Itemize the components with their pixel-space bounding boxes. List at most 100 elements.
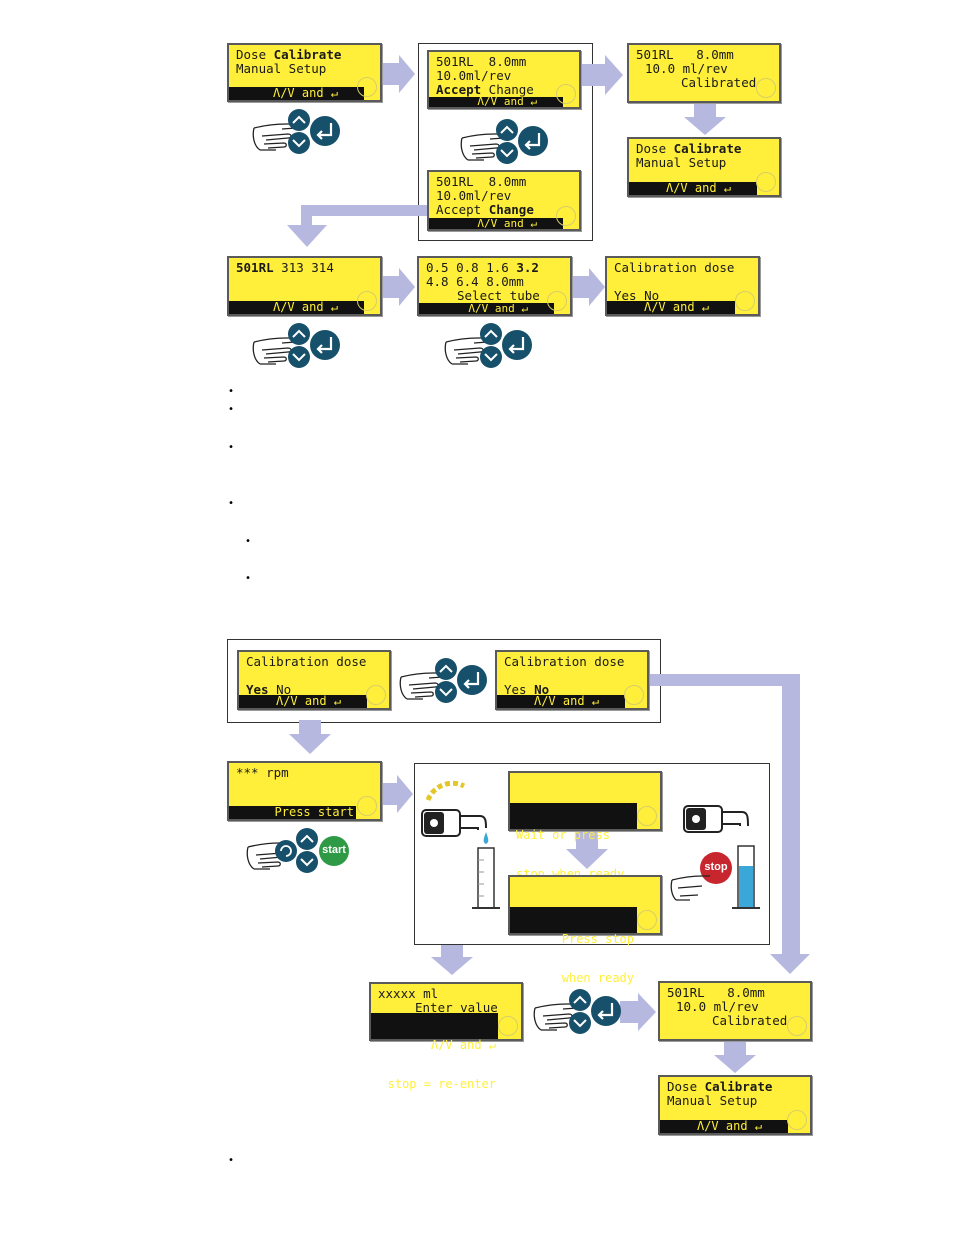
s13-bar1: Press stop [561,932,634,946]
s2-knob [556,84,576,104]
up-button-icon[interactable] [296,828,318,850]
bullet-2: • [228,404,235,415]
down-button-icon[interactable] [435,681,457,703]
hand-keypad-3 [252,323,340,368]
s10-bar: Λ/V and ↵ [497,695,625,708]
s1-l2: Manual Setup [236,61,327,76]
down-button-icon[interactable] [480,346,502,368]
s2-l1: 501RL 8.0mm [436,54,527,69]
s15-knob [787,1016,807,1036]
screen-dose-calibrate-2: Dose Calibrate Manual Setup Λ/V and ↵ [627,137,781,197]
s4-l1: 501RL 8.0mm [636,47,734,62]
screen-dose-calibrate-3: Dose Calibrate Manual Setup Λ/V and ↵ [658,1075,812,1135]
down-button-icon[interactable] [569,1012,591,1034]
s16-l1b: Calibrate [704,1079,773,1094]
s13-knob [637,910,657,930]
s4-l3: Calibrated [681,75,757,90]
bullet-5: • [245,536,252,547]
s3-l3b: Change [488,202,534,217]
screen-calibrated-2: 501RL 8.0mm 10.0 ml/rev Calibrated [658,981,812,1041]
up-button-icon[interactable] [496,119,518,141]
bullet-1: • [228,386,235,397]
s16-l2: Manual Setup [667,1093,758,1108]
enter-button-icon[interactable] [310,330,340,360]
s11-knob [357,796,377,816]
stop-button-label: stop [704,861,728,873]
enter-button-icon[interactable] [591,996,621,1026]
s10-l3b: No [534,682,550,697]
s11-bar: Press start [229,806,356,819]
s14-bar1: Λ/V and ↵ [430,1038,496,1052]
enter-button-icon[interactable] [502,330,532,360]
down-button-icon[interactable] [296,851,318,873]
s14-knob [498,1016,518,1036]
screen-accept: 501RL 8.0mm 10.0ml/rev Accept Change Λ/V… [427,50,581,109]
s15-l3: Calibrated [712,1013,788,1028]
up-button-icon[interactable] [480,323,502,345]
down-button-icon[interactable] [496,142,518,164]
s5-l2: Manual Setup [636,155,727,170]
down-button-icon[interactable] [288,346,310,368]
s3-l3a: Accept [436,202,489,217]
s3-knob [556,206,576,226]
s1-bar: Λ/V and ↵ [229,87,364,100]
s6-l1b: 313 314 [273,260,334,275]
measuring-cylinder-icon [732,845,760,909]
screen-dose-calibrate: Dose Calibrate Manual Setup Λ/V and ↵ [227,43,382,102]
rotate-button-icon[interactable] [275,840,297,862]
s8-bar: Λ/V and ↵ [607,301,735,314]
screen-enter-value: xxxxx ml Enter value Λ/V and ↵ stop = re… [369,982,523,1091]
arrow-down-1 [684,103,726,135]
arrow-right-4 [571,268,605,306]
bullet-3: • [228,442,235,453]
s8-knob [735,291,755,311]
s7-bar: Λ/V and ↵ [419,303,554,314]
s1-knob [357,77,377,97]
start-button-icon[interactable] [319,836,349,866]
s15-l2: 10.0 ml/rev [676,999,759,1014]
arrow-down-2 [289,720,331,754]
screen-change: 501RL 8.0mm 10.0ml/rev Accept Change Λ/V… [427,170,581,231]
s6-knob [357,291,377,311]
s16-bar: Λ/V and ↵ [660,1120,788,1133]
enter-button-icon[interactable] [518,126,548,156]
pump-icon [421,780,500,909]
s2-bar: Λ/V and ↵ [429,96,563,107]
hand-icon [670,875,710,901]
pump-icon [670,805,760,909]
s10-l1: Calibration dose [504,654,625,669]
s9-l3a: Yes [246,682,269,697]
s2-l3b: Change [481,82,534,97]
hand-keypad-5 [399,658,487,703]
s12-bar: Wait or press stop when ready [510,803,637,881]
enter-button-icon[interactable] [310,116,340,146]
screen-calibrated-1: 501RL 8.0mm 10.0 ml/rev Calibrated [627,43,781,103]
hand-keypad-4 [444,323,532,368]
arrow-right-6 [620,993,656,1031]
enter-button-icon[interactable] [457,665,487,695]
arrow-down-3 [566,831,608,869]
hand-keypad-2 [460,119,548,164]
s8-l1: Calibration dose [614,260,735,275]
up-button-icon[interactable] [288,109,310,131]
down-button-icon[interactable] [288,132,310,154]
arrow-right-2 [581,55,623,95]
hand-start-keypad [246,828,349,873]
s2-l2: 10.0ml/rev [436,68,512,83]
up-button-icon[interactable] [288,323,310,345]
s9-knob [366,685,386,705]
s13-bar2: when ready [561,971,634,985]
bullet-7: • [228,1155,235,1166]
screen-wait-or-press: Wait or press stop when ready [508,771,662,881]
s13-bar: Press stop when ready [510,907,637,985]
arrow-right-5 [381,775,413,813]
s5-bar: Λ/V and ↵ [629,182,757,195]
up-button-icon[interactable] [435,658,457,680]
screen-pumphead: 501RL 313 314 Λ/V and ↵ [227,256,382,316]
s12-knob [637,806,657,826]
s14-bar: Λ/V and ↵ stop = re-enter [371,1013,498,1091]
s14-bar2: stop = re-enter [387,1077,496,1091]
s4-knob [756,78,776,98]
up-button-icon[interactable] [569,989,591,1011]
s14-l1: xxxxx ml [378,986,439,1001]
